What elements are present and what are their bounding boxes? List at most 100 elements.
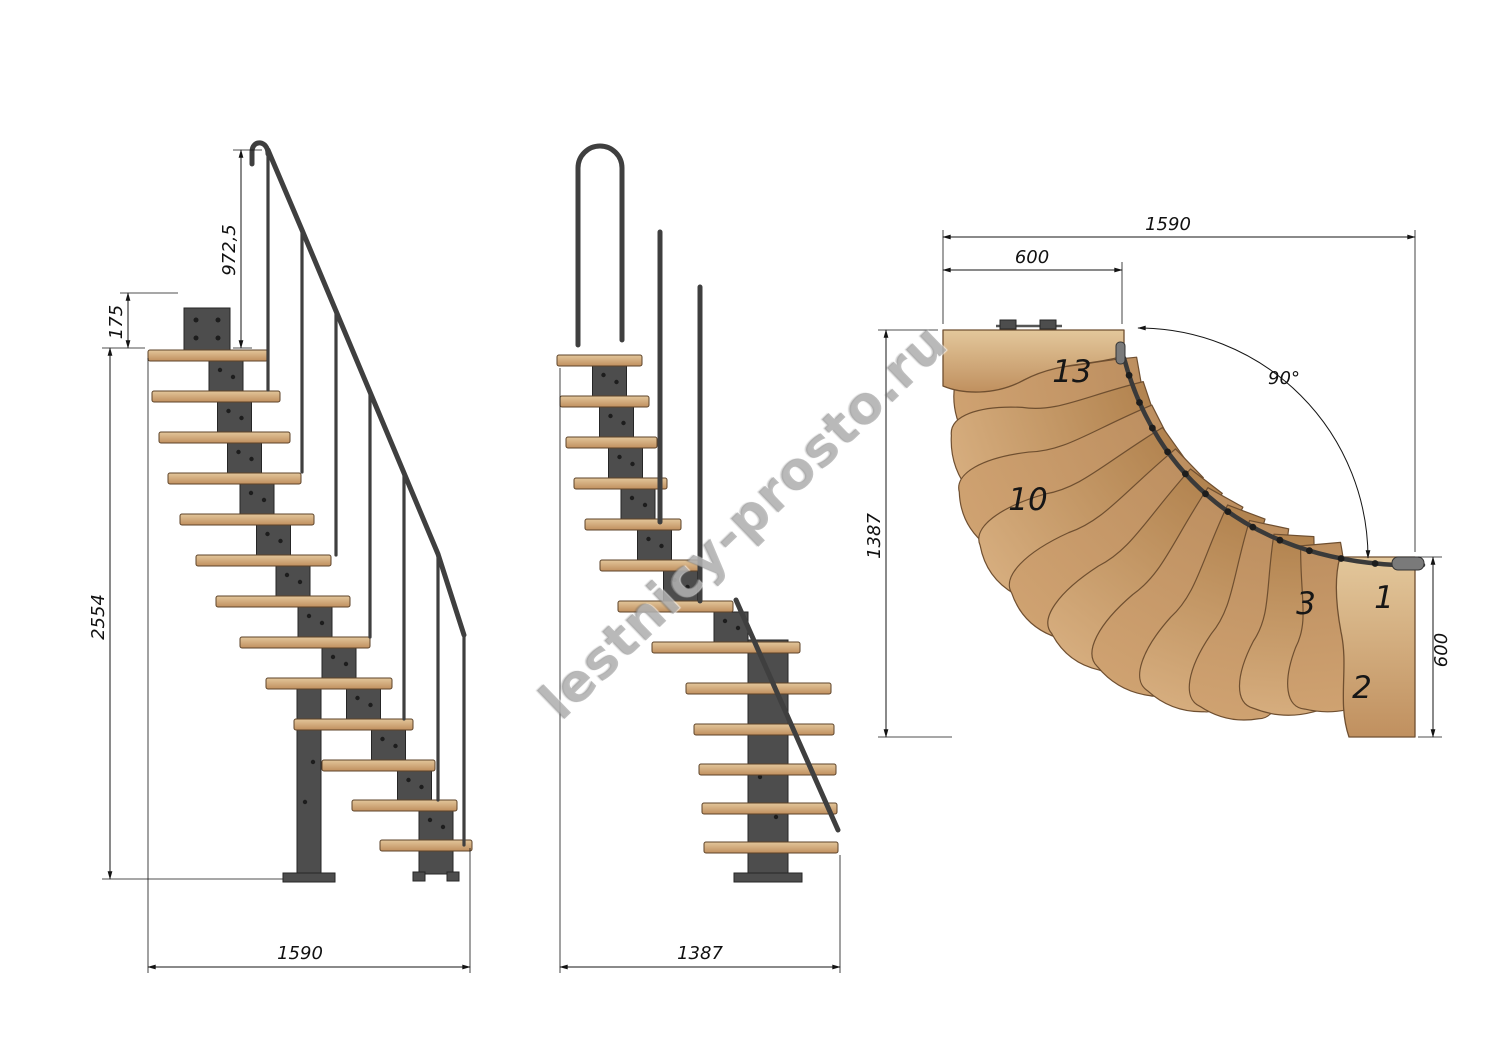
bolt — [440, 824, 446, 830]
bolt — [193, 335, 199, 341]
front-handrail — [249, 140, 467, 847]
bolt — [215, 335, 221, 341]
bolt — [284, 572, 290, 578]
bolt — [406, 777, 411, 783]
stair-tread — [559, 395, 650, 408]
stair-tread — [703, 841, 839, 854]
support-module — [321, 647, 357, 679]
support-module — [227, 442, 262, 474]
bolt — [230, 374, 236, 380]
column-base-plate — [733, 872, 803, 883]
bolt — [757, 774, 763, 780]
bolt — [217, 367, 223, 373]
handrail — [265, 147, 467, 638]
wall-bracket — [183, 307, 231, 353]
bolt — [302, 799, 308, 805]
baluster — [1337, 555, 1345, 562]
handrail-hook — [249, 140, 271, 167]
side-elevation-view: 1387 — [556, 143, 841, 973]
plan-landing-step-13 — [942, 329, 1125, 393]
support-module — [297, 606, 333, 638]
bolt — [215, 317, 221, 323]
support-module — [608, 447, 643, 479]
foot — [412, 871, 426, 882]
bolt — [672, 577, 677, 583]
plan-view: 13 10 3 1 2 1590 600 1387 600 90° — [864, 214, 1452, 738]
step-number-10: 10 — [1008, 482, 1047, 518]
support-column — [747, 639, 789, 875]
bolt — [685, 584, 690, 590]
support-module — [256, 524, 291, 556]
baluster — [1202, 490, 1209, 498]
bolt — [642, 502, 648, 508]
bolt — [368, 702, 373, 708]
bolt — [735, 625, 741, 631]
stair-tread — [698, 763, 837, 776]
bottom-module — [418, 850, 454, 875]
foot — [446, 871, 460, 882]
side-support-modules — [592, 365, 749, 643]
dim-turn-angle-label: 90° — [1268, 368, 1300, 389]
support-module — [592, 365, 627, 397]
baluster — [1125, 371, 1133, 379]
baluster — [1371, 560, 1379, 567]
dim-side-width-label: 1387 — [677, 943, 723, 964]
dim-total-height-label: 2554 — [88, 594, 109, 640]
baluster — [1136, 399, 1143, 406]
stair-tread — [617, 600, 734, 613]
support-module — [637, 529, 672, 561]
side-handrail — [575, 143, 841, 833]
bolt — [614, 379, 619, 385]
bolt — [630, 461, 635, 467]
bolt — [773, 814, 779, 820]
bolt — [380, 736, 385, 742]
bolt — [722, 618, 728, 624]
bolt — [608, 413, 613, 419]
bolt — [427, 817, 433, 823]
bolt — [249, 456, 254, 462]
dim-handrail-height-label: 972,5 — [219, 224, 240, 276]
support-module — [397, 770, 432, 801]
stair-tread — [556, 354, 643, 367]
support-module — [371, 729, 406, 761]
stair-tread — [701, 802, 838, 815]
support-module — [208, 360, 244, 392]
support-module — [599, 406, 634, 438]
bolt — [601, 372, 606, 378]
stair-tread — [147, 349, 269, 362]
baluster — [1182, 470, 1189, 478]
stair-tread — [293, 718, 414, 731]
wall-bracket-tab — [999, 319, 1017, 330]
step-number-2: 2 — [1352, 670, 1372, 706]
bolt — [646, 536, 651, 542]
support-module — [217, 401, 252, 433]
bolt — [265, 531, 270, 537]
stair-tread — [693, 723, 835, 736]
side-metal-frame — [733, 639, 803, 883]
bolt — [621, 420, 626, 426]
stair-tread — [599, 559, 700, 572]
stair-tread — [584, 518, 682, 531]
bolt — [278, 538, 283, 544]
stair-tread — [215, 595, 351, 608]
wall-bracket-tab — [1039, 319, 1057, 330]
bolt — [319, 620, 325, 626]
stair-tread — [239, 636, 371, 649]
dim-plan-width-label: 1590 — [1145, 214, 1191, 235]
bolt — [297, 579, 303, 585]
stair-tread — [379, 839, 473, 852]
baluster — [1306, 547, 1313, 555]
support-module — [418, 810, 454, 841]
support-module — [663, 570, 698, 602]
baluster — [1164, 448, 1171, 456]
stair-tread — [167, 472, 302, 485]
stair-tread — [651, 641, 801, 654]
bolt — [248, 490, 254, 496]
support-module — [275, 565, 311, 597]
dim-top-offset-label: 175 — [106, 305, 127, 339]
baluster — [1149, 424, 1156, 432]
bolt — [226, 408, 231, 414]
stair-tread — [151, 390, 281, 403]
handrail-end-cap — [1391, 556, 1425, 571]
